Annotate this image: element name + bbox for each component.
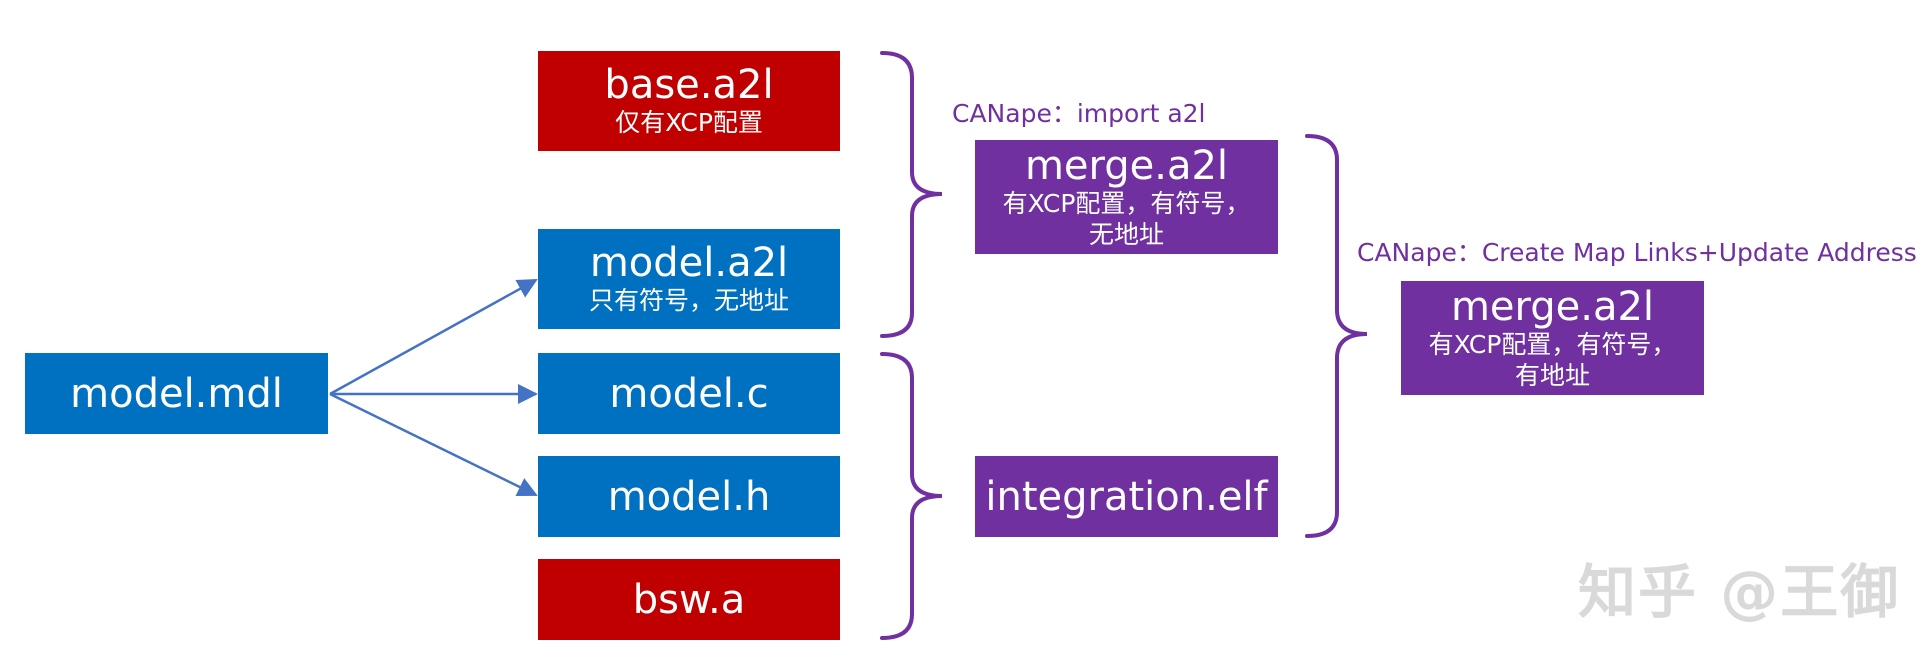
- merge-a2l-2-line2: 有地址: [1514, 361, 1590, 390]
- caption-import-a2l: CANape：import a2l: [952, 99, 1206, 128]
- zhihu-watermark: 知乎 @王御: [1578, 558, 1901, 626]
- base-a2l-box: base.a2l 仅有XCP配置: [538, 51, 840, 151]
- model-h-title: model.h: [607, 473, 771, 520]
- integration-elf-title: integration.elf: [985, 473, 1268, 520]
- model-mdl-title: model.mdl: [70, 370, 283, 417]
- brace-a2l-group: [880, 51, 943, 338]
- arrow-mdl-to-model-h: [329, 392, 538, 497]
- merge-a2l-1-line1: 有XCP配置，有符号，: [1002, 188, 1251, 218]
- model-a2l-subtitle: 只有符号，无地址: [588, 286, 789, 316]
- merge-a2l-1-line2: 无地址: [1088, 220, 1164, 249]
- arrows: [329, 278, 538, 497]
- merge-a2l-box-2: merge.a2l 有XCP配置，有符号， 有地址: [1401, 281, 1704, 395]
- base-a2l-title: base.a2l: [604, 62, 774, 109]
- merge-a2l-2-title: merge.a2l: [1450, 283, 1655, 330]
- bsw-a-title: bsw.a: [632, 576, 746, 623]
- model-c-title: model.c: [609, 370, 769, 417]
- brace-merge-group: [1305, 134, 1368, 538]
- bsw-a-box: bsw.a: [538, 559, 840, 640]
- integration-elf-box: integration.elf: [975, 456, 1278, 537]
- arrow-mdl-to-model-a2l: [329, 278, 538, 396]
- merge-a2l-2-line1: 有XCP配置，有符号，: [1428, 329, 1677, 359]
- model-c-box: model.c: [538, 353, 840, 434]
- model-a2l-box: model.a2l 只有符号，无地址: [538, 229, 840, 329]
- merge-a2l-box-1: merge.a2l 有XCP配置，有符号， 无地址: [975, 140, 1278, 254]
- base-a2l-subtitle: 仅有XCP配置: [615, 108, 763, 138]
- model-a2l-title: model.a2l: [589, 240, 789, 287]
- merge-a2l-1-title: merge.a2l: [1024, 142, 1229, 189]
- caption-create-map-links: CANape：Create Map Links+Update Address: [1357, 238, 1917, 267]
- model-mdl-box: model.mdl: [25, 353, 328, 434]
- brace-source-group: [880, 352, 943, 640]
- model-h-box: model.h: [538, 456, 840, 537]
